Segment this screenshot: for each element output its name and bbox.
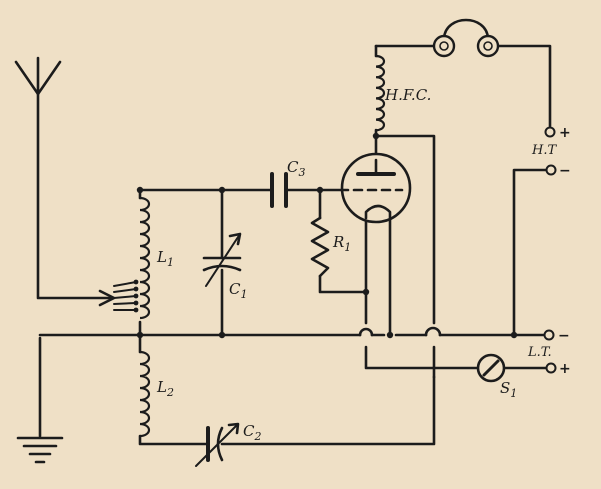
ht-label: H.T [531, 143, 557, 158]
l1-label: L1 [156, 248, 174, 269]
c3-label: C3 [287, 158, 305, 179]
headphones-symbol [432, 18, 500, 58]
terminal-lt-positive [545, 362, 557, 374]
switch-s1 [476, 353, 506, 383]
capacitor-c1 [202, 232, 242, 287]
circuit-wiring [38, 44, 552, 446]
ht-plus-sign: + [559, 125, 571, 141]
capacitor-c2 [195, 422, 240, 467]
lt-plus-sign: + [559, 361, 571, 377]
junction-dots [136, 132, 518, 339]
earth-symbol [16, 336, 64, 464]
coil-l2 [139, 350, 151, 438]
lt-minus-sign: − [558, 328, 570, 344]
terminal-ht-positive [544, 126, 556, 138]
coil-l1 [113, 196, 151, 320]
c1-label: C1 [229, 280, 247, 301]
r1-label: R1 [332, 233, 351, 254]
resistor-r1 [310, 216, 330, 278]
terminal-ht-negative [545, 164, 557, 176]
s1-label: S1 [500, 379, 517, 400]
triode-valve [340, 152, 412, 224]
aerial-symbol [14, 56, 116, 307]
c2-label: C2 [243, 422, 261, 443]
ht-minus-sign: − [559, 163, 571, 179]
lt-label: L.T. [527, 345, 552, 360]
hfc-label: H.F.C. [384, 86, 431, 104]
capacitor-c3 [270, 172, 288, 208]
terminal-lt-negative [543, 329, 555, 341]
l2-label: L2 [156, 378, 174, 399]
hf-choke [375, 54, 386, 132]
